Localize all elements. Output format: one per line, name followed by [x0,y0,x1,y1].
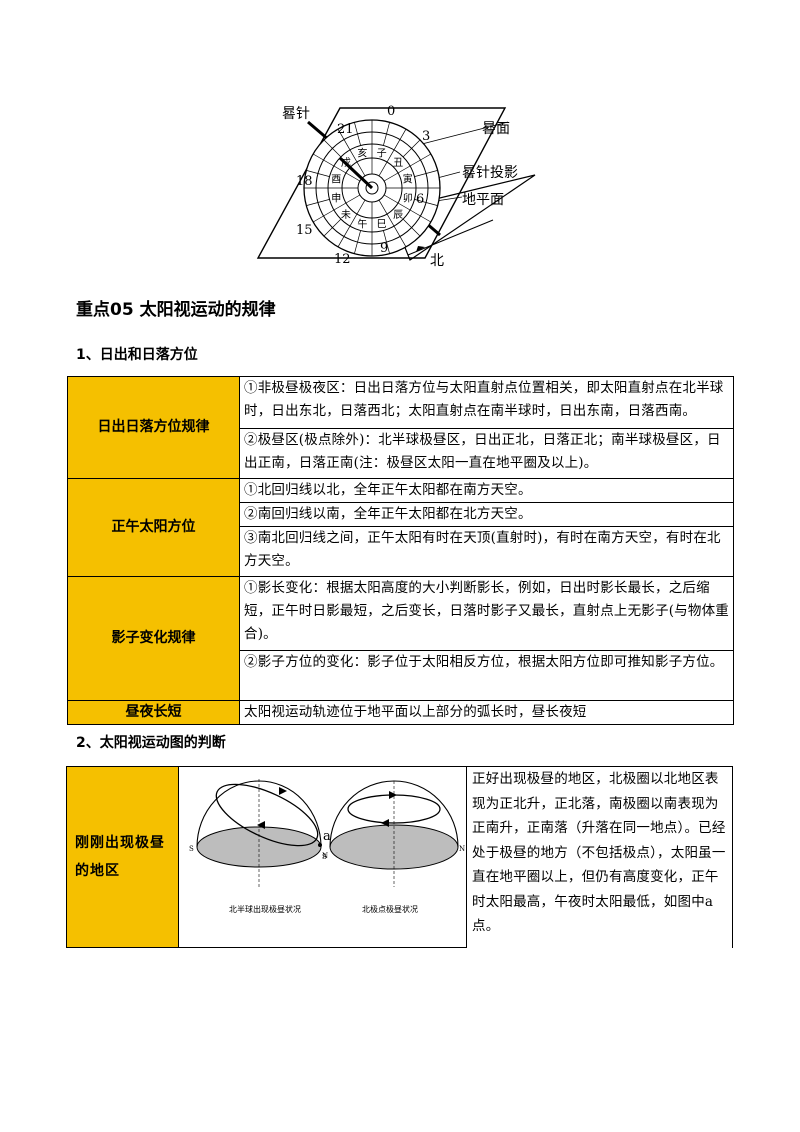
row-label-sunrise-sunset: 日出日落方位规律 [67,376,240,479]
cell-sunrise-2: ②极昼区(极点除外)：北半球极昼区，日出正北，日落正北；南半球极昼区，日出正南，… [239,428,734,479]
cell-noon-1: ①北回归线以北，全年正午太阳都在南方天空。 [239,478,734,503]
north-label: 北 [430,253,444,269]
branch-label: 丑 [393,158,403,169]
branch-label: 巳 [377,219,387,231]
branch-label: 辰 [393,209,403,221]
polar-day-description: 正好出现极昼的地区，北极圈以北地区表现为正北升，正北落，南极圈以南表现为正南升，… [466,766,733,948]
branch-label: 未 [341,209,351,221]
branch-label: 亥 [357,146,367,159]
row-label-noon-sun: 正午太阳方位 [67,478,240,577]
cell-day-length: 太阳视运动轨迹位于地平面以上部分的弧长时，昼长夜短 [239,700,734,725]
compass-s-left: S [189,845,194,853]
section-title: 重点05 太阳视运动的规律 [76,300,276,320]
compass-s-right: S [322,853,327,861]
gnomon-shadow-label: 晷针投影 [462,165,518,181]
gnomon-label: 晷针 [282,106,310,122]
branch-label: 午 [357,218,367,231]
cell-shadow-1: ①影长变化：根据太阳高度的大小判断影长，例如，日出时影长最长，之后缩短，正午时日… [239,576,734,651]
north-pole-polar-day-diagram: S N 北极点极昼状况 [322,780,465,914]
branch-label: 申 [331,192,341,205]
hour-6: 6 [416,192,424,207]
hour-21: 21 [337,122,354,137]
cell-sunrise-1: ①非极昼极夜区：日出日落方位与太阳直射点位置相关，即太阳直射点在北半球时，日出东… [239,376,734,429]
left-caption: 北半球出现极昼状况 [229,904,301,914]
hour-0: 0 [387,104,395,119]
subsection-title-1: 1、日出和日落方位 [76,347,198,363]
polar-day-diagrams: a S N 北半球出现极昼状况 S N 北极点极昼状况 [178,766,467,948]
sundial-figure: 子丑寅卯辰巳午未申酉戌亥 0 3 6 9 12 15 18 21 晷针 晷面 晷… [256,104,536,269]
branch-label: 酉 [331,174,341,185]
solar-diagram-table: 刚刚出现极昼的地区 a S N 北半球出现极昼状况 [66,766,733,948]
cell-shadow-2: ②影子方位的变化：影子位于太阳相反方位，根据太阳方位即可推知影子方位。 [239,650,734,701]
hour-12: 12 [334,252,351,267]
ground-label: 地平面 [462,192,504,208]
hemisphere-diagrams: a S N 北半球出现极昼状况 S N 北极点极昼状况 [189,779,465,914]
point-a-label: a [323,829,331,844]
compass-n-right: N [459,845,465,853]
branch-label: 卯 [403,193,413,205]
hour-15: 15 [296,223,313,238]
dial-face-label: 晷面 [482,121,510,137]
row-label-shadow: 影子变化规律 [67,576,240,701]
right-caption: 北极点极昼状况 [362,904,418,914]
cell-noon-3: ③南北回归线之间，正午太阳有时在天顶(直射时)，有时在南方天空，有时在北方天空。 [239,526,734,577]
row-label-day-length: 昼夜长短 [67,700,240,725]
northern-hemisphere-polar-day-diagram: a S N 北半球出现极昼状况 [189,779,331,914]
compass-n-left: N [322,852,328,860]
subsection-title-2: 2、太阳视运动图的判断 [76,735,226,751]
branch-label: 子 [377,147,387,159]
hour-9: 9 [380,241,388,256]
row-label-polar-day: 刚刚出现极昼的地区 [66,766,179,948]
hour-18: 18 [296,174,313,189]
hour-3: 3 [422,129,430,144]
cell-noon-2: ②南回归线以南，全年正午太阳都在北方天空。 [239,502,734,527]
sunrise-sunset-table: 日出日落方位规律 ①非极昼极夜区：日出日落方位与太阳直射点位置相关，即太阳直射点… [67,376,734,725]
branch-label: 寅 [403,172,413,185]
